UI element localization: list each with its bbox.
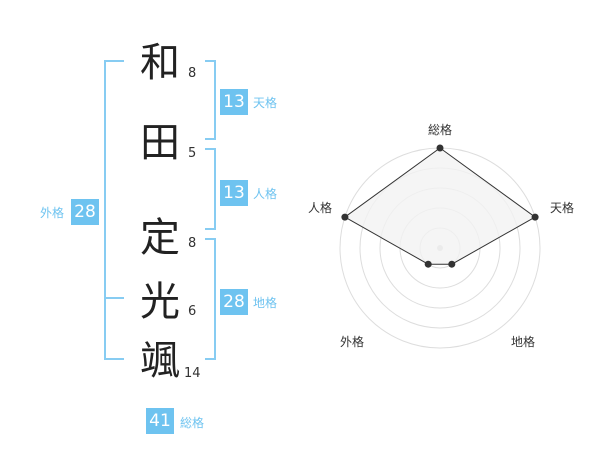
radar-point-3 bbox=[448, 260, 456, 268]
radar-label-gaikaku: 外格 bbox=[340, 335, 365, 349]
stroke-count-5: 14 bbox=[184, 366, 201, 381]
stroke-count-2: 5 bbox=[188, 146, 197, 161]
tenkaku-badge: 13 bbox=[220, 89, 248, 115]
jinkaku-label: 人格 bbox=[253, 187, 278, 201]
radar-polygon bbox=[343, 147, 537, 265]
gaikaku-badge: 28 bbox=[71, 199, 99, 225]
name-char-4: 光 bbox=[140, 279, 180, 325]
gaikaku-bracket-tick bbox=[104, 297, 124, 299]
tenkaku-label: 天格 bbox=[253, 96, 278, 110]
radar-point-5 bbox=[341, 213, 349, 221]
radar-label-chikaku: 地格 bbox=[511, 335, 536, 349]
jinkaku-badge: 13 bbox=[220, 180, 248, 206]
chikaku-bracket bbox=[205, 238, 216, 360]
radar-point-2 bbox=[531, 213, 539, 221]
radar-point-4 bbox=[424, 260, 432, 268]
name-char-3: 定 bbox=[140, 215, 180, 261]
radar-label-tenkaku: 天格 bbox=[550, 201, 575, 215]
radar-label-jinkaku: 人格 bbox=[308, 201, 333, 215]
name-char-5: 颯 bbox=[140, 338, 180, 384]
stroke-count-4: 6 bbox=[188, 304, 197, 319]
chikaku-badge: 28 bbox=[220, 289, 248, 315]
gaikaku-bracket bbox=[104, 60, 124, 360]
name-char-1: 和 bbox=[140, 40, 180, 86]
radar-point-1 bbox=[436, 144, 444, 152]
radar-label-soukaku: 総格 bbox=[428, 123, 453, 137]
soukaku-badge: 41 bbox=[146, 408, 174, 434]
stroke-count-1: 8 bbox=[188, 66, 197, 81]
gaikaku-label: 外格 bbox=[40, 206, 65, 220]
stroke-count-3: 8 bbox=[188, 236, 197, 251]
name-char-2: 田 bbox=[140, 120, 180, 166]
soukaku-label: 総格 bbox=[180, 416, 205, 430]
chikaku-label: 地格 bbox=[253, 296, 278, 310]
tenkaku-bracket bbox=[205, 60, 216, 140]
jinkaku-bracket bbox=[205, 148, 216, 230]
